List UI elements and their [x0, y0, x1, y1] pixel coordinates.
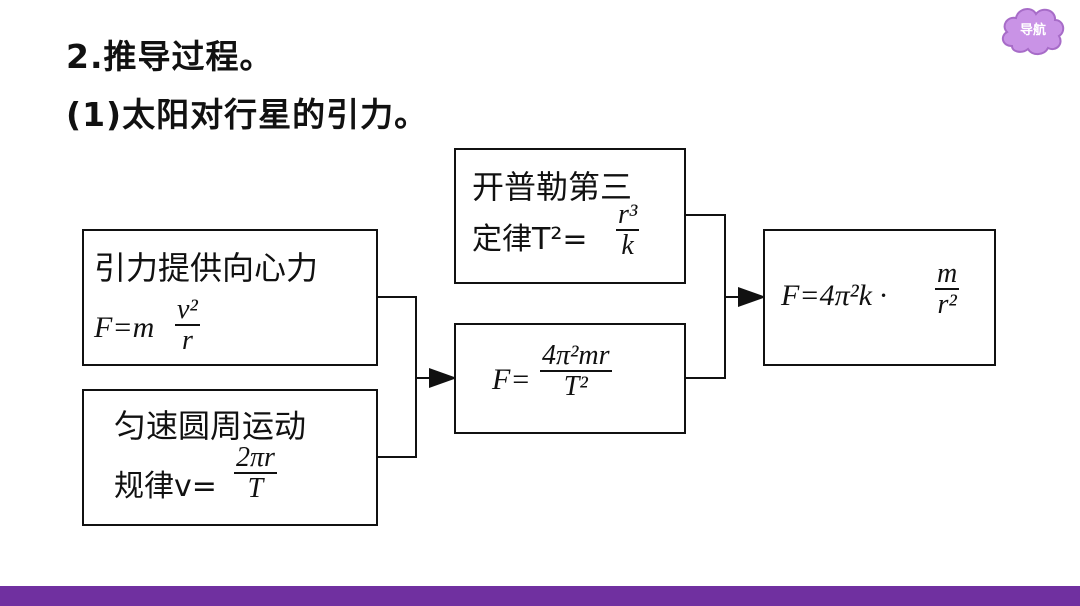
- formula-lhs: F=: [492, 363, 531, 396]
- box-label: 开普勒第三: [472, 168, 633, 206]
- fraction-denominator: r: [181, 325, 193, 357]
- heading-sun-on-planet-gravity: (1)太阳对行星的引力。: [66, 95, 429, 134]
- bottom-bar: [0, 586, 1080, 606]
- box-middle-force-formula: F= 4π²mr T²: [454, 323, 686, 434]
- box-label: 引力提供向心力: [94, 249, 319, 287]
- fraction-numerator: 2πr: [234, 442, 277, 475]
- fraction-numerator: r³: [616, 199, 640, 232]
- formula-fraction: m r²: [935, 258, 960, 321]
- fraction-numerator: 4π²mr: [540, 340, 612, 373]
- formula-lhs: 定律T²=: [472, 222, 588, 257]
- fraction-denominator: k: [621, 230, 634, 262]
- box-gravity-provides-centripetal-force: 引力提供向心力 F=m v² r: [82, 229, 378, 366]
- nav-label: 导航: [1019, 23, 1046, 38]
- fraction-denominator: r²: [937, 289, 957, 321]
- formula-fraction: 2πr T: [234, 443, 277, 504]
- formula-lhs: F=m: [94, 311, 155, 344]
- cloud-icon: [1001, 8, 1065, 56]
- box-uniform-circular-motion: 匀速圆周运动 规律v= 2πr T: [82, 389, 378, 526]
- fraction-denominator: T: [247, 473, 264, 505]
- formula-fraction: 4π²mr T²: [540, 341, 612, 402]
- formula-fraction: v² r: [175, 295, 200, 356]
- formula-lhs: F=4π²k ·: [781, 279, 887, 312]
- connector-left-bracket: [378, 296, 417, 458]
- box-kepler-third-law: 开普勒第三 定律T²= r³ k: [454, 148, 686, 284]
- fraction-denominator: T²: [563, 371, 588, 403]
- formula-fraction: r³ k: [616, 199, 640, 262]
- nav-button[interactable]: 导航: [998, 2, 1068, 58]
- box-label: 匀速圆周运动: [114, 407, 307, 445]
- box-result-formula: F=4π²k · m r²: [763, 229, 996, 366]
- fraction-numerator: m: [935, 258, 960, 291]
- connector-right-bracket: [686, 214, 726, 379]
- heading-derivation-process: 2.推导过程。: [66, 37, 274, 76]
- fraction-numerator: v²: [175, 294, 200, 327]
- formula-lhs: 规律v=: [114, 469, 217, 504]
